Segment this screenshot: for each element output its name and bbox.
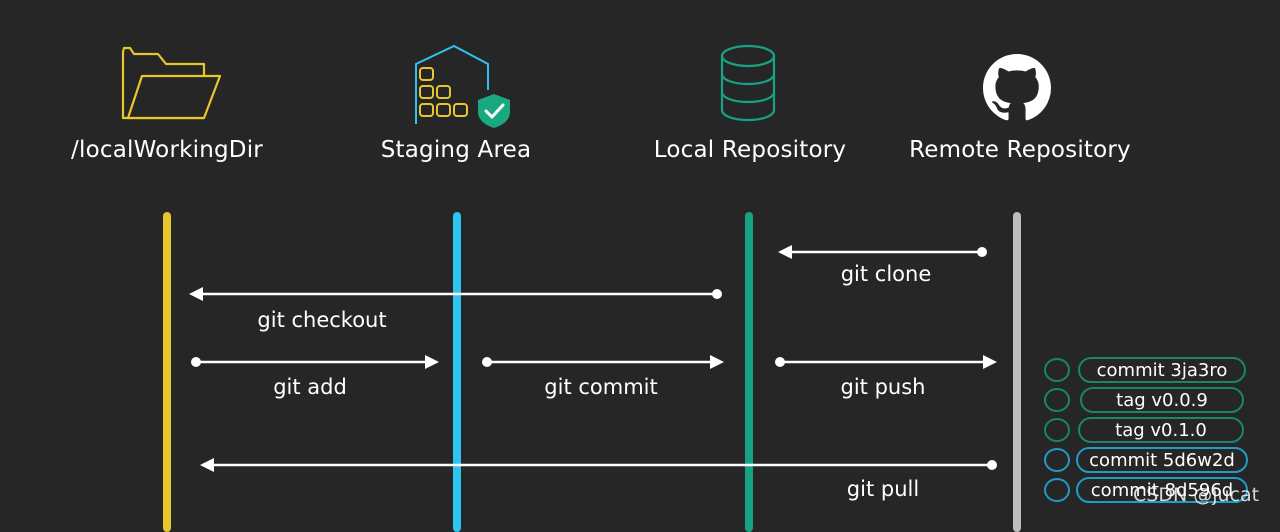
history-item-commit: commit 3ja3ro (1078, 357, 1246, 383)
commit-label: git commit (544, 375, 658, 399)
github-icon (983, 54, 1051, 126)
history-item-commit: commit 5d6w2d (1076, 447, 1248, 473)
staging-box-icon (412, 44, 514, 134)
working-dir-lifeline (163, 212, 171, 532)
database-icon (718, 44, 778, 126)
working-dir-label: /localWorkingDir (71, 137, 263, 163)
clone-arrow (778, 244, 990, 260)
folder-icon (118, 42, 222, 128)
staging-area-label: Staging Area (380, 137, 532, 163)
clone-label: git clone (840, 262, 932, 286)
history-node (1044, 448, 1070, 472)
remote-repository-label: Remote Repository (909, 137, 1131, 163)
history-node (1044, 388, 1070, 412)
checkout-label: git checkout (257, 308, 387, 332)
history-node (1044, 478, 1070, 502)
push-arrow (773, 354, 999, 370)
pull-label: git pull (846, 477, 920, 501)
history-item-tag: tag v0.0.9 (1080, 387, 1244, 413)
local-repository-label: Local Repository (653, 137, 847, 163)
local-repository-lifeline (745, 212, 753, 532)
watermark: CSDN @jucat (1133, 484, 1260, 506)
history-item-commit: commit 8d596d (1076, 477, 1248, 503)
checkout-arrow (189, 286, 725, 302)
staging-area-lifeline (453, 212, 461, 532)
remote-repository-lifeline (1013, 212, 1021, 532)
history-item-tag: tag v0.1.0 (1078, 417, 1244, 443)
pull-arrow (200, 457, 1000, 473)
add-arrow (189, 354, 441, 370)
push-label: git push (840, 375, 926, 399)
history-node (1044, 418, 1070, 442)
add-label: git add (273, 375, 347, 399)
commit-arrow (480, 354, 726, 370)
history-node (1044, 358, 1070, 382)
